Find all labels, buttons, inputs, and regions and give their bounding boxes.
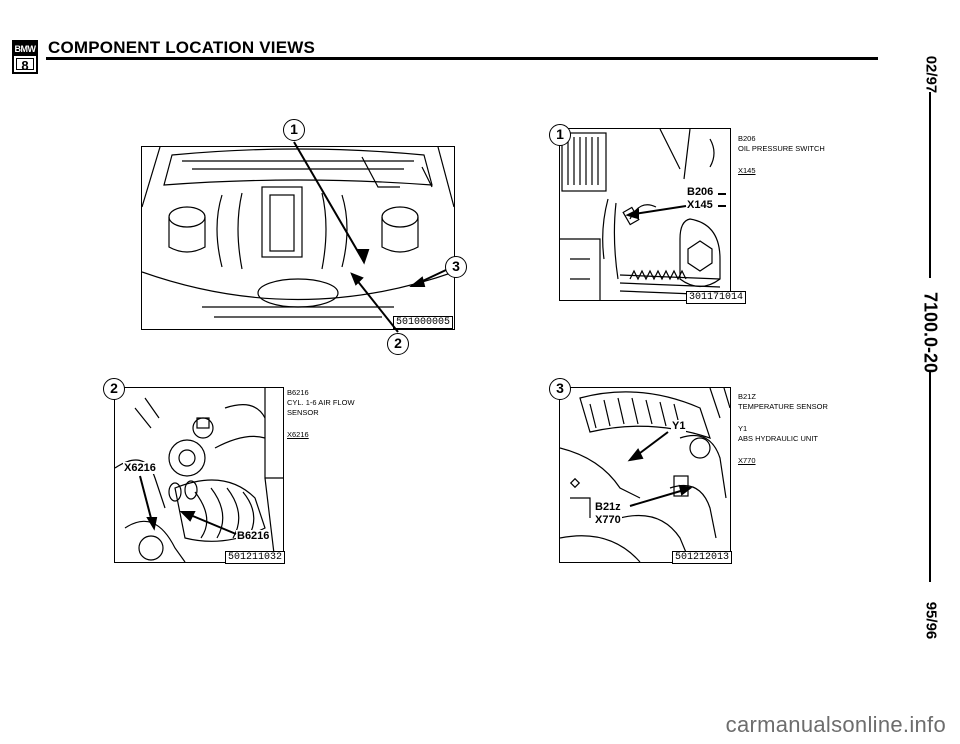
date-top: 02/97: [922, 55, 940, 94]
callout-3-overview: 3: [445, 256, 467, 278]
legend-code-x6216: X6216: [287, 430, 309, 439]
callout-1-detail: 1: [549, 124, 571, 146]
legend-detail-3: B21z TEMPERATURE SENSOR Y1 ABS HYDRAULIC…: [738, 392, 838, 466]
detail-1-leader-lines: [625, 193, 726, 220]
page-code: 7100.0-20: [920, 291, 941, 374]
legend-text-b21z: TEMPERATURE SENSOR: [738, 402, 828, 411]
overview-leader-lines: [293, 141, 447, 333]
margin-rule-bottom: [929, 372, 931, 582]
label-y1: Y1: [671, 420, 687, 432]
watermark[interactable]: carmanualsonline.info: [725, 712, 946, 737]
detail-view-1: [559, 128, 731, 301]
header-rule: [46, 57, 878, 60]
label-b206: B206: [686, 186, 715, 198]
engine-bay-drawing: [142, 147, 454, 318]
legend-code-y1: Y1: [738, 424, 748, 433]
part-number-detail-1: 301171014: [686, 291, 747, 304]
callout-2-overview: 2: [387, 333, 409, 355]
callout-1-overview: 1: [283, 119, 305, 141]
part-number-detail-3: 501212013: [672, 551, 733, 564]
part-number-detail-2: 501211032: [225, 551, 286, 564]
margin-rule-top: [929, 92, 931, 278]
engine-bay-overview: [141, 146, 455, 330]
detail-2-leader-lines: [139, 475, 237, 535]
callout-3-detail: 3: [549, 378, 571, 400]
page-title: COMPONENT LOCATION VIEWS: [48, 38, 316, 57]
bmw-8-logo: BMW 8: [12, 40, 38, 74]
label-x6216: X6216: [123, 462, 157, 474]
legend-code-b206: B206: [738, 134, 756, 143]
legend-code-b6216: B6216: [287, 388, 309, 397]
legend-code-x770: X770: [738, 456, 756, 465]
label-b21z: B21z: [594, 501, 622, 513]
legend-text-b6216: CYL. 1-6 AIR FLOW SENSOR: [287, 398, 355, 417]
detail-3-drawing: [560, 388, 730, 562]
logo-brand: BMW: [14, 42, 36, 56]
label-x145: X145: [686, 199, 714, 211]
part-number-overview: 501000005: [393, 316, 454, 329]
legend-text-y1: ABS HYDRAULIC UNIT: [738, 434, 819, 443]
label-x770: X770: [594, 514, 622, 526]
logo-series: 8: [16, 58, 34, 73]
label-b6216: B6216: [236, 530, 271, 542]
detail-view-3: [559, 387, 731, 563]
legend-detail-2: B6216 CYL. 1-6 AIR FLOW SENSOR X6216: [287, 388, 387, 440]
detail-2-drawing: [115, 388, 283, 562]
legend-detail-1: B206 OIL PRESSURE SWITCH X145: [738, 134, 838, 176]
date-bottom: 95/96: [922, 601, 940, 640]
legend-text-b206: OIL PRESSURE SWITCH: [738, 144, 825, 153]
legend-code-x145: X145: [738, 166, 756, 175]
legend-code-b21z: B21z: [738, 392, 756, 401]
callout-2-detail: 2: [103, 378, 125, 400]
detail-3-leader-lines: [627, 431, 693, 507]
